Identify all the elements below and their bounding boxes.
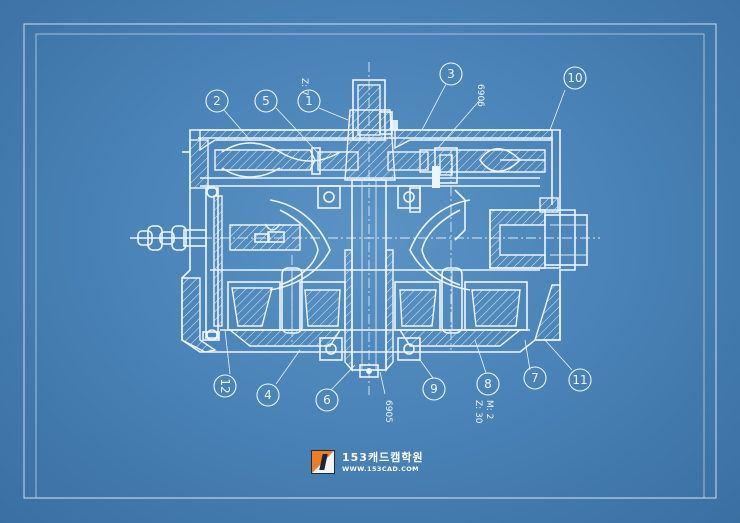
svg-text:4: 4 <box>264 388 272 402</box>
left-flange <box>182 139 223 341</box>
lower-gears <box>227 267 528 334</box>
output-shaft <box>489 197 588 269</box>
callout-11: 11 <box>568 368 592 392</box>
company-logo: 153캐드캠학원 WWW.153CAD.COM <box>311 450 424 474</box>
svg-text:2: 2 <box>213 94 221 108</box>
callout-10: 10 <box>563 66 587 90</box>
callout-1: 1 <box>297 89 321 113</box>
callout-12: 12 <box>213 374 237 398</box>
logo-url: WWW.153CAD.COM <box>342 464 420 473</box>
bolts <box>267 166 466 243</box>
svg-text:11: 11 <box>572 373 587 387</box>
note-module: M: 2 <box>484 400 494 419</box>
svg-text:7: 7 <box>531 371 539 385</box>
logo-mark-icon <box>311 450 335 474</box>
callout-7: 7 <box>523 366 547 390</box>
note-z30: Z: 30 <box>473 400 483 424</box>
bearings <box>317 147 458 361</box>
logo-title: 153캐드캠학원 <box>342 450 424 464</box>
svg-text:12: 12 <box>218 378 232 393</box>
callout-5: 5 <box>254 89 278 113</box>
callout-8: 8 <box>476 372 500 396</box>
callout-2: 2 <box>205 89 229 113</box>
spur-gear <box>311 147 429 175</box>
svg-text:10: 10 <box>567 71 582 85</box>
gear-housing <box>181 129 576 353</box>
drawing-frame <box>23 23 717 499</box>
svg-text:1: 1 <box>305 94 313 108</box>
input-shaft <box>344 79 398 378</box>
svg-text:5: 5 <box>262 94 270 108</box>
callout-9: 9 <box>422 377 446 401</box>
leader-lines <box>223 83 573 395</box>
svg-text:8: 8 <box>484 377 492 391</box>
callout-4: 4 <box>256 383 280 407</box>
note-bearing-6905: 6905 <box>383 400 393 423</box>
chain-link <box>130 225 207 251</box>
note-z7: Z: 7 <box>299 78 309 96</box>
callout-6: 6 <box>315 388 339 412</box>
svg-text:3: 3 <box>447 67 455 81</box>
callout-3: 3 <box>439 62 463 86</box>
svg-text:6: 6 <box>323 393 331 407</box>
svg-text:9: 9 <box>430 382 438 396</box>
note-bearing-6906: 6906 <box>475 84 485 107</box>
